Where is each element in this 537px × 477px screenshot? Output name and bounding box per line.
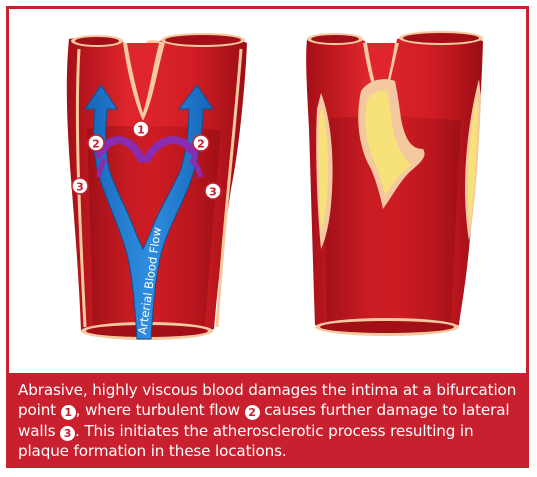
- caption-text-part2: , where turbulent flow: [76, 401, 245, 419]
- right-artery: [306, 31, 483, 336]
- caption-marker-1: 1: [61, 405, 76, 420]
- artery-illustration: Arterial Blood Flow 1 2 2 3: [9, 9, 526, 371]
- marker-2-right: 2: [193, 135, 209, 151]
- caption-box: Abrasive, highly viscous blood damages t…: [9, 373, 526, 465]
- svg-text:3: 3: [209, 186, 217, 199]
- svg-text:3: 3: [76, 181, 84, 194]
- svg-text:1: 1: [137, 124, 145, 137]
- caption-marker-2: 2: [245, 405, 260, 420]
- marker-3-right: 3: [205, 183, 221, 199]
- marker-3-left: 3: [72, 178, 88, 194]
- caption-marker-3: 3: [60, 426, 75, 441]
- marker-1: 1: [133, 121, 149, 137]
- marker-2-left: 2: [88, 135, 104, 151]
- svg-text:2: 2: [197, 138, 205, 151]
- caption-text-part4: . This initiates the atherosclerotic pro…: [18, 422, 473, 460]
- svg-text:2: 2: [92, 138, 100, 151]
- figure-frame: Arterial Blood Flow 1 2 2 3: [6, 6, 529, 468]
